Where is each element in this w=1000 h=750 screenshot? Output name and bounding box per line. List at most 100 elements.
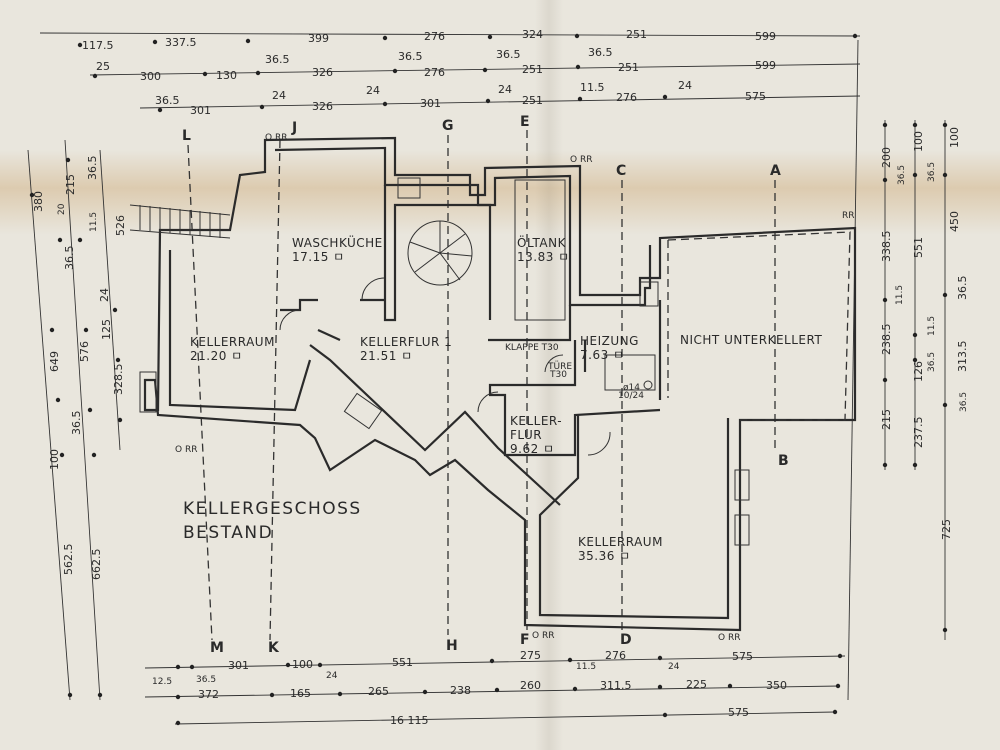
dim-right-2: 100	[912, 131, 925, 152]
note-rr-3: RR	[842, 211, 855, 221]
dim-left-7: 36.5	[63, 246, 76, 271]
dim-top-r3-11: 24	[678, 79, 692, 92]
axis-label-D: D	[620, 632, 632, 648]
dim-bottom-r3-2: 575	[728, 706, 749, 719]
dim-right-9: 11.5	[895, 285, 905, 305]
dim-bottom-1: 301	[228, 659, 249, 672]
dim-left-5: 11.5	[89, 212, 99, 232]
dim-top-r3-2: 301	[190, 104, 211, 117]
dim-bottom-r2-3: 265	[368, 685, 389, 698]
dim-right-7: 551	[912, 237, 925, 258]
dim-bottom-6: 575	[732, 650, 753, 663]
room-name-kellerflur-2b: FLUR	[510, 428, 542, 442]
room-name-kellerflur-1: KELLERFLUR 1	[360, 335, 452, 349]
dim-right-16: 215	[880, 409, 893, 430]
room-name-kellerflur-2: KELLER-	[510, 414, 562, 428]
dim-right-15: 313.5	[956, 341, 969, 373]
dim-top-r2-7: 276	[424, 66, 445, 79]
axis-label-H: H	[446, 638, 458, 654]
walls	[129, 136, 857, 632]
axis-label-F: F	[520, 632, 530, 648]
dim-right-4: 36.5	[897, 165, 907, 185]
dim-bottom-r2-1: 372	[198, 688, 219, 701]
note-klappe: KLAPPE T30	[505, 343, 559, 353]
dim-top-r2-11: 251	[618, 61, 639, 74]
dim-top-r3-4: 326	[312, 100, 333, 113]
dim-right-18: 36.5	[959, 392, 969, 412]
dim-top-r2-2: 300	[140, 70, 161, 83]
axis-labels: L J G E C A M K H F D B	[182, 114, 789, 656]
axis-label-J: J	[291, 120, 297, 136]
dim-left-13: 36.5	[70, 411, 83, 436]
dim-bottom-1b-4: 11.5	[576, 662, 596, 672]
dim-top-7: 599	[755, 30, 776, 43]
note-rr-2: O RR	[570, 155, 592, 165]
note-rr-5: O RR	[532, 631, 554, 641]
dim-bottom-r2-7: 225	[686, 678, 707, 691]
dim-top-r2-4: 36.5	[265, 53, 290, 66]
note-rr-6: O RR	[718, 633, 740, 643]
top-dimensions: 117.5 337.5 399 276 324 251 599 25 300 1…	[39, 28, 861, 117]
axis-label-A: A	[770, 163, 781, 179]
dim-bottom-3: 551	[392, 656, 413, 669]
dim-bottom-r2-6: 311.5	[600, 679, 632, 692]
dim-right-1: 200	[880, 147, 893, 168]
dim-top-r2-6: 36.5	[398, 50, 423, 63]
dim-left-8: 24	[98, 288, 111, 302]
notes: KLAPPE T30 TÜRE T30 ø14 10/24 O RR O RR …	[175, 133, 855, 643]
dim-right-6: 338.5	[880, 231, 893, 263]
dim-right-8: 450	[948, 211, 961, 232]
dim-top-r3-12: 575	[745, 90, 766, 103]
dim-left-15: 562.5	[62, 544, 75, 576]
room-name-heizung: HEIZUNG	[580, 334, 639, 348]
dim-top-r3-3: 24	[272, 89, 286, 102]
dim-top-r2-10: 36.5	[588, 46, 613, 59]
dim-left-9: 125	[100, 319, 113, 340]
dim-bottom-1b-1: 12.5	[152, 677, 172, 687]
bottom-dimensions: 301 100 551 275 276 575 12.5 36.5 24 11.…	[144, 649, 846, 727]
dim-top-4: 276	[424, 30, 445, 43]
title-line-2: BESTAND	[183, 523, 273, 543]
dim-bottom-5: 276	[605, 649, 626, 662]
room-labels: WASCHKÜCHE 17.15 ㅁ ÖLTANK 13.83 ㅁ KELLER…	[190, 234, 822, 563]
dim-right-10: 36.5	[956, 276, 969, 301]
room-area-kellerflur-2: 9.62 ㅁ	[510, 442, 555, 456]
room-area-oeltank: 13.83 ㅁ	[517, 250, 570, 264]
dim-right-13: 126	[912, 361, 925, 382]
dim-left-10: 649	[48, 351, 61, 372]
dim-left-4: 36.5	[86, 156, 99, 181]
dim-top-r3-1: 36.5	[155, 94, 180, 107]
dim-left-12: 328.5	[112, 364, 125, 396]
dim-bottom-r2-4: 238	[450, 684, 471, 697]
dim-top-r2-3: 130	[216, 69, 237, 82]
dim-top-r2-9: 251	[522, 63, 543, 76]
dim-top-r3-5: 24	[366, 84, 380, 97]
axis-label-L: L	[182, 128, 191, 144]
dim-left-1: 380	[32, 191, 45, 212]
dim-top-r3-9: 11.5	[580, 81, 605, 94]
dim-left-3: 20	[57, 203, 67, 215]
room-area-kellerflur-1: 21.51 ㅁ	[360, 349, 413, 363]
room-name-kellerraum-1: KELLERRAUM	[190, 335, 275, 349]
dim-top-2: 337.5	[165, 36, 197, 49]
dim-left-16: 662.5	[90, 549, 103, 581]
axis-label-B: B	[778, 453, 789, 469]
dim-right-5: 36.5	[927, 162, 937, 182]
dim-top-r2-8: 36.5	[496, 48, 521, 61]
dim-top-r3-7: 24	[498, 83, 512, 96]
note-tuere-t30: T30	[549, 370, 567, 380]
dim-top-r2-5: 326	[312, 66, 333, 79]
axis-label-M: M	[210, 640, 224, 656]
dim-bottom-2: 100	[292, 658, 313, 671]
dim-top-5: 324	[522, 28, 543, 41]
note-chimney-1: ø14	[623, 383, 640, 393]
dim-bottom-total: 16 115	[390, 714, 429, 727]
dim-bottom-r2-2: 165	[290, 687, 311, 700]
dim-bottom-1b-2: 36.5	[196, 675, 216, 685]
dim-bottom-4: 275	[520, 649, 541, 662]
axis-lines	[187, 130, 776, 641]
dim-left-6: 526	[114, 215, 127, 236]
room-area-heizung: 7.63 ㅁ	[580, 348, 625, 362]
dim-top-r2-1: 25	[96, 60, 110, 73]
